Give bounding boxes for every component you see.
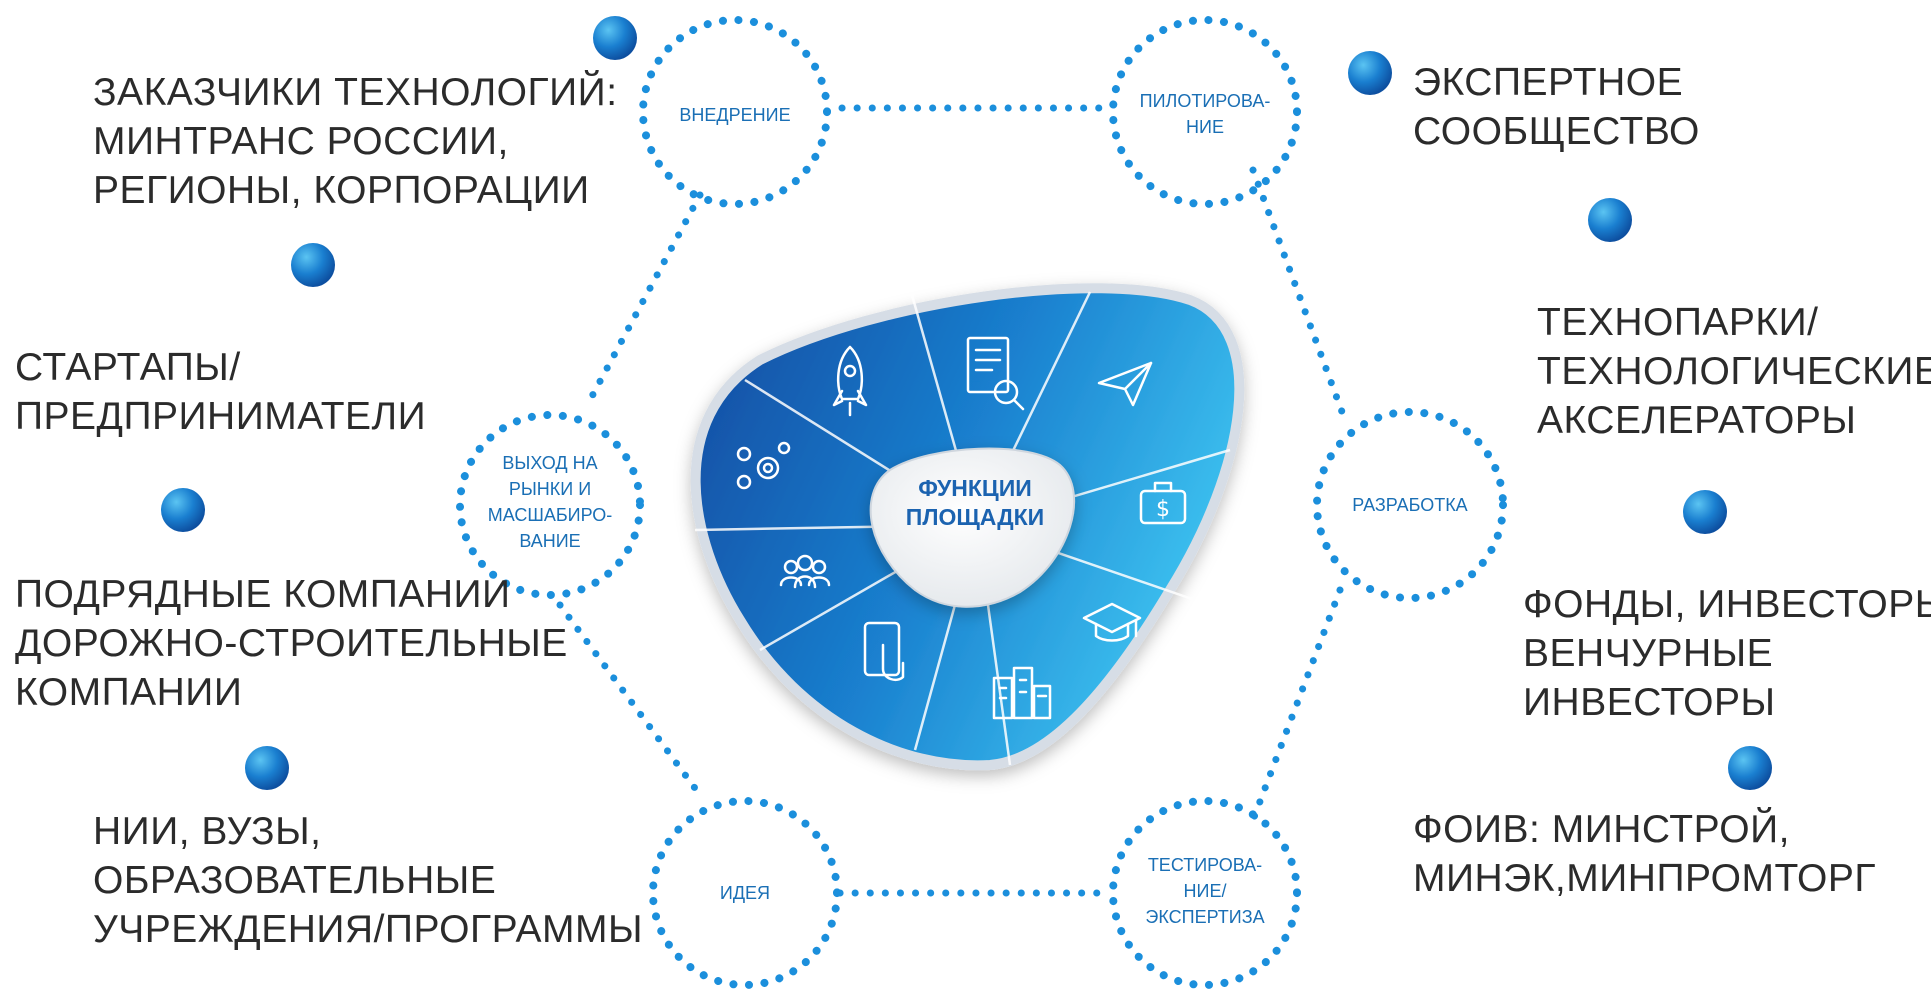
node-circle-vnedrenie (639, 16, 831, 208)
label-fondy: ФОНДЫ, ИНВЕСТОРЫ, ВЕНЧУРНЫЕ ИНВЕСТОРЫ (1523, 580, 1931, 727)
label-line: АКСЕЛЕРАТОРЫ (1537, 399, 1857, 442)
label-foiv: ФОИВ: МИНСТРОЙ, МИНЭК,МИНПРОМТОРГ (1413, 805, 1876, 903)
label-line: МИНТРАНС РОССИИ, (93, 120, 509, 163)
blob-icons: $ (736, 336, 1187, 720)
node-circle-testing (1109, 797, 1301, 989)
document-search-icon (966, 336, 1025, 411)
node-circles (456, 16, 1507, 989)
label-startapy: СТАРТАПЫ/ ПРЕДПРИНИМАТЕЛИ (15, 343, 426, 441)
node-circle-razrabotka (1313, 408, 1507, 602)
bullet-tehnoparki (1588, 198, 1632, 242)
node-vnedrenie: ВНЕДРЕНИЕ (655, 102, 815, 128)
rocket-icon (832, 345, 868, 417)
center-title-line: ФУНКЦИИ (918, 475, 1032, 501)
node-vnedrenie-line: ВНЕДРЕНИЕ (679, 105, 791, 125)
label-line: ТЕХНОПАРКИ/ (1537, 301, 1819, 344)
label-tehnoparki: ТЕХНОПАРКИ/ ТЕХНОЛОГИЧЕСКИЕ АКСЕЛЕРАТОРЫ (1537, 298, 1931, 445)
bullet-startapy (291, 243, 335, 287)
label-line: КОМПАНИИ (15, 671, 243, 714)
label-ekspertnoe: ЭКСПЕРТНОЕ СООБЩЕСТВО (1413, 58, 1700, 156)
label-line: ОБРАЗОВАТЕЛЬНЫЕ (93, 859, 497, 902)
label-line: ФОНДЫ, ИНВЕСТОРЫ, (1523, 583, 1931, 626)
node-razrabotka-line: РАЗРАБОТКА (1352, 495, 1468, 515)
connector-lines (556, 104, 1349, 897)
label-line: ЗАКАЗЧИКИ ТЕХНОЛОГИЙ: (93, 71, 618, 114)
node-ideya: ИДЕЯ (665, 880, 825, 906)
node-circle-vyhod (456, 411, 644, 599)
buildings-icon (992, 666, 1052, 720)
svg-text:$: $ (1156, 497, 1170, 522)
label-line: МИНЭК,МИНПРОМТОРГ (1413, 857, 1876, 900)
node-circle-pilot (1109, 16, 1301, 208)
paper-plane-icon (1097, 361, 1153, 407)
label-podryadnye: ПОДРЯДНЫЕ КОМПАНИИ ДОРОЖНО-СТРОИТЕЛЬНЫЕ … (15, 570, 568, 717)
label-line: ПОДРЯДНЫЕ КОМПАНИИ (15, 573, 511, 616)
money-briefcase-icon: $ (1139, 481, 1187, 525)
bullet-nii (245, 746, 289, 790)
label-line: ТЕХНОЛОГИЧЕСКИЕ (1537, 350, 1931, 393)
center-title: ФУНКЦИИ ПЛОЩАДКИ (880, 474, 1070, 532)
node-ideya-line: ИДЕЯ (719, 883, 771, 903)
label-line: ИНВЕСТОРЫ (1523, 681, 1776, 724)
node-testing-line: ТЕСТИРОВА- (1147, 855, 1263, 875)
node-vyhod-line: МАСШАБИРО- (487, 505, 613, 525)
node-circle-ideya (649, 797, 841, 989)
node-pilot-line: ПИЛОТИРОВА- (1139, 91, 1271, 111)
bullet-foiv (1728, 746, 1772, 790)
node-razrabotka: РАЗРАБОТКА (1330, 492, 1490, 518)
node-vyhod-line: РЫНКИ И (508, 479, 592, 499)
connector-vnedrenie-vyhod (586, 191, 704, 404)
label-line: НИИ, ВУЗЫ, (93, 810, 322, 853)
node-testing-line: НИЕ/ (1183, 881, 1227, 901)
label-line: ДОРОЖНО-СТРОИТЕЛЬНЫЕ (15, 622, 568, 665)
center-title-line: ПЛОЩАДКИ (905, 504, 1045, 530)
gears-people-icon (736, 441, 791, 490)
bullet-zakazchiki (593, 16, 637, 60)
connector-vyhod-ideya (556, 601, 704, 799)
bullet-podryadnye (161, 488, 205, 532)
node-vyhod-line: ВЫХОД НА (502, 453, 598, 473)
node-testing: ТЕСТИРОВА- НИЕ/ ЭКСПЕРТИЗА (1125, 852, 1285, 930)
node-pilot: ПИЛОТИРОВА- НИЕ (1125, 88, 1285, 140)
bullet-fondy (1683, 490, 1727, 534)
label-line: ЭКСПЕРТНОЕ (1413, 61, 1684, 104)
label-line: ВЕНЧУРНЫЕ (1523, 632, 1774, 675)
node-vyhod-line: ВАНИЕ (519, 531, 581, 551)
label-line: ФОИВ: МИНСТРОЙ, (1413, 808, 1790, 851)
connector-pilot-razrabotka (1249, 166, 1349, 424)
label-line: УЧРЕЖДЕНИЯ/ПРОГРАММЫ (93, 908, 643, 951)
bullet-ekspertnoe (1348, 51, 1392, 95)
connector-razrabotka-testing (1249, 586, 1344, 824)
team-icon (779, 554, 831, 589)
label-line: СООБЩЕСТВО (1413, 110, 1700, 153)
bullets (161, 16, 1772, 790)
label-zakazchiki: ЗАКАЗЧИКИ ТЕХНОЛОГИЙ: МИНТРАНС РОССИИ, Р… (93, 68, 618, 215)
node-testing-line: ЭКСПЕРТИЗА (1145, 907, 1265, 927)
label-nii: НИИ, ВУЗЫ, ОБРАЗОВАТЕЛЬНЫЕ УЧРЕЖДЕНИЯ/ПР… (93, 807, 643, 954)
label-line: РЕГИОНЫ, КОРПОРАЦИИ (93, 169, 590, 212)
graduation-cap-icon (1082, 602, 1142, 642)
label-line: СТАРТАПЫ/ (15, 346, 241, 389)
label-line: ПРЕДПРИНИМАТЕЛИ (15, 395, 427, 438)
touch-tablet-icon (863, 621, 905, 681)
center-pebble (869, 447, 1075, 608)
node-vyhod: ВЫХОД НА РЫНКИ И МАСШАБИРО- ВАНИЕ (470, 450, 630, 554)
node-pilot-line: НИЕ (1186, 117, 1224, 137)
